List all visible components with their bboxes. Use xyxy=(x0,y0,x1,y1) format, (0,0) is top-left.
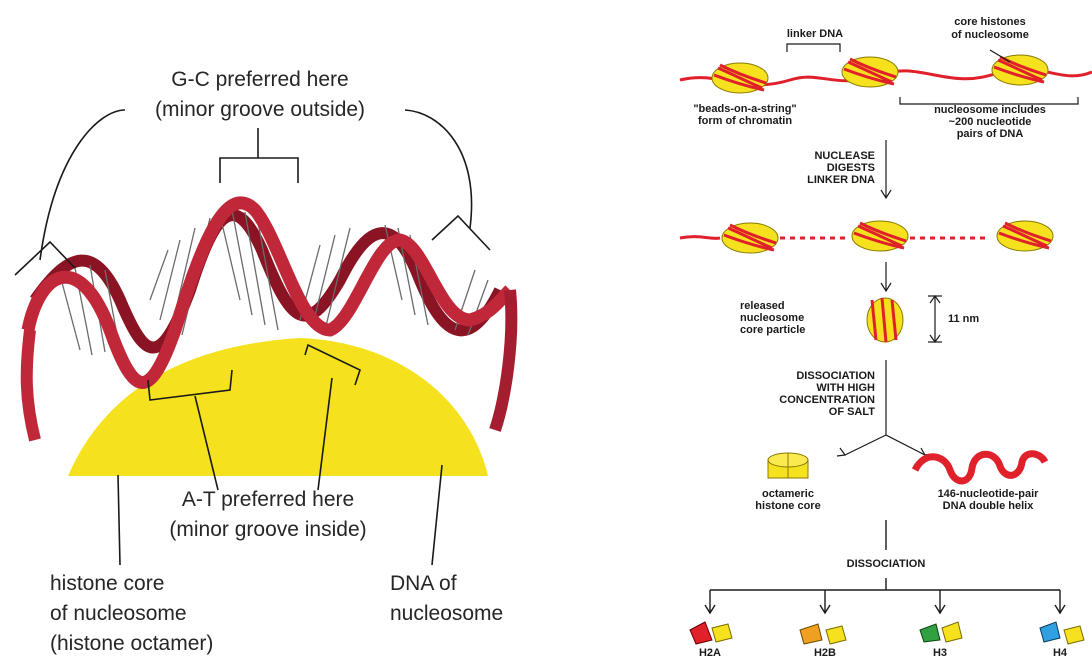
bead-6 xyxy=(997,221,1053,251)
core-particle xyxy=(867,298,903,342)
histone-h2a-pieces xyxy=(690,622,732,644)
dissociation-salt-line1: DISSOCIATION xyxy=(720,370,875,382)
bead-5 xyxy=(852,221,908,251)
nuclease-step-line1: NUCLEASE xyxy=(740,150,875,162)
digested-dna xyxy=(680,237,720,239)
histone-h2a-label: H2A xyxy=(690,647,730,659)
dissociation-salt-line4: OF SALT xyxy=(720,406,875,418)
nuclease-step-line2: DIGESTS xyxy=(740,162,875,174)
bead-4 xyxy=(722,223,778,253)
octamer-label-line1: octameric xyxy=(728,488,848,500)
nucleosome-includes-line3: pairs of DNA xyxy=(900,128,1080,140)
dissociation-label: DISSOCIATION xyxy=(816,558,956,570)
histone-h4-label: H4 xyxy=(1040,647,1080,659)
octamer-core xyxy=(768,453,808,478)
dissociation-salt-line3: CONCENTRATION xyxy=(700,394,875,406)
nucleosome-includes-line1: nucleosome includes xyxy=(900,104,1080,116)
bead-3 xyxy=(992,55,1048,85)
nuclease-step-line3: LINKER DNA xyxy=(740,174,875,186)
dna-helix-label-line1: 146-nucleotide-pair xyxy=(908,488,1068,500)
histone-h3-pieces xyxy=(920,622,962,642)
histone-h2b-pieces xyxy=(800,624,846,644)
histone-h2b-label: H2B xyxy=(803,647,847,659)
beads-label-line1: "beads-on-a-string" xyxy=(665,103,825,115)
released-label-line3: core particle xyxy=(740,324,805,336)
histone-h4-pieces xyxy=(1040,622,1084,644)
histone-h3-label: H3 xyxy=(920,647,960,659)
released-label-line1: released xyxy=(740,300,785,312)
bead-1 xyxy=(712,63,768,93)
linker-dna-label: linker DNA xyxy=(760,28,870,40)
core-histones-label-line1: core histones xyxy=(925,16,1055,28)
released-label-line2: nucleosome xyxy=(740,312,804,324)
bead-2 xyxy=(842,57,898,87)
dissociation-salt-line2: WITH HIGH xyxy=(720,382,875,394)
size-label: 11 nm xyxy=(948,313,979,325)
free-dna-helix xyxy=(915,454,1045,481)
dna-helix-label-line2: DNA double helix xyxy=(908,500,1068,512)
octamer-label-line2: histone core xyxy=(728,500,848,512)
beads-label-line2: form of chromatin xyxy=(665,115,825,127)
nucleosome-includes-line2: ~200 nucleotide xyxy=(900,116,1080,128)
core-histones-label-line2: of nucleosome xyxy=(925,29,1055,41)
